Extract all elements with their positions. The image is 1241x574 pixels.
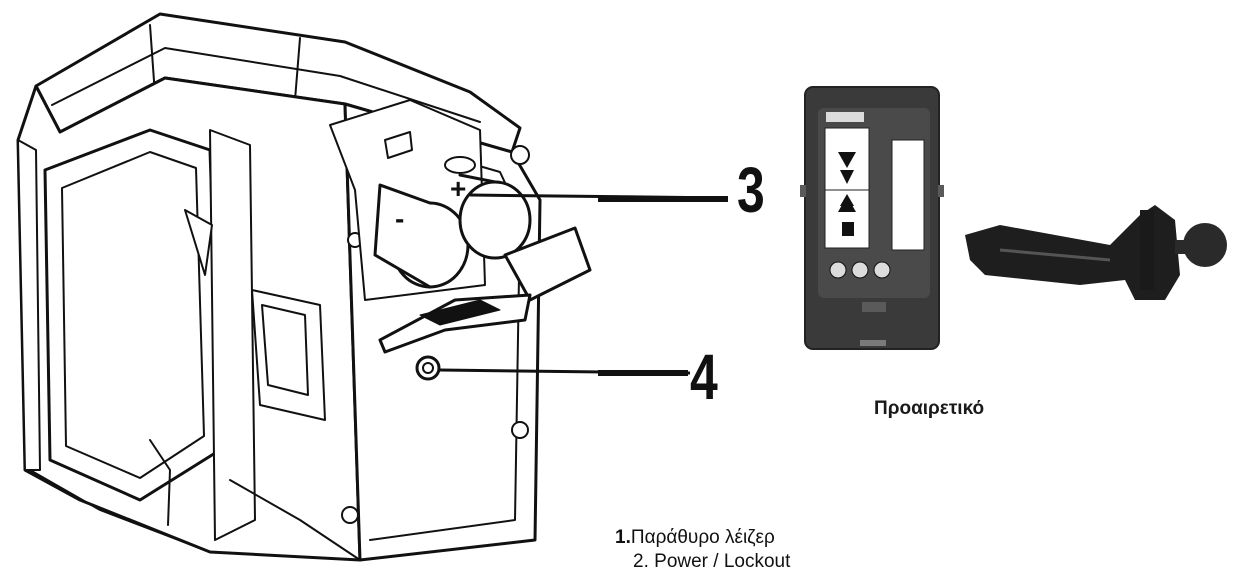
legend-item: 2. Power / Lockout [633, 550, 790, 574]
battery-plus-sign: + [450, 173, 466, 204]
callout-number-3: 3 [737, 154, 765, 226]
laser-level-icon [16, 12, 592, 562]
legend-item-text: Παράθυρο λέιζερ [630, 527, 775, 548]
callout-number-4: 4 [690, 341, 718, 413]
laser-receiver-icon [800, 86, 944, 350]
legend-item: 1.Παράθυρο λέιζερ [615, 526, 790, 550]
legend-item-text: Power / Lockout [654, 551, 791, 572]
battery-minus-sign: - [395, 203, 404, 234]
receiver-clamp-icon [965, 205, 1227, 300]
parts-legend: 1.Παράθυρο λέιζερ 2. Power / Lockout [615, 526, 790, 574]
legend-item-number: 1. [615, 527, 631, 548]
legend-item-number: 2. [633, 551, 649, 572]
optional-label: Προαιρετικό [874, 398, 985, 419]
